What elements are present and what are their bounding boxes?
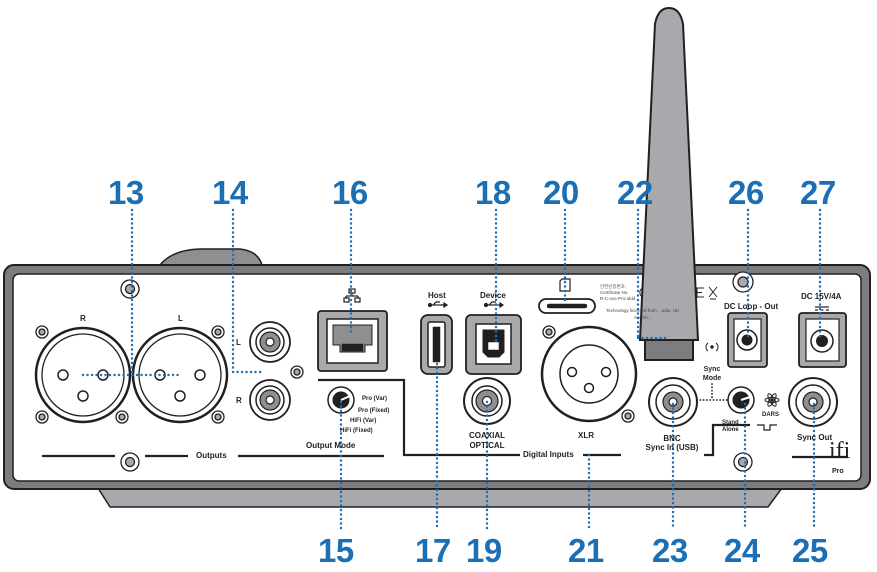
digital-inputs-label: Digital Inputs [523,450,574,459]
dars-label: DARS [762,412,780,418]
dc-loop-out-port [727,312,768,368]
usb-icon [427,301,505,309]
ifi-logo: ifi [829,438,851,464]
rca-output-right [249,379,291,421]
coaxial-label: COAXIAL [469,431,505,440]
callout-16: 16 [332,174,368,211]
tech-license-text: Technology licensed from ...udio, UK [606,308,680,313]
stand-alone-label-2: Alone [722,427,739,433]
mode-pro-fixed-label: Pro (Fixed) [358,408,390,414]
usb-host-port [420,314,453,375]
mode-hifi-fixed-label: HiFi (Fixed) [340,428,373,434]
usb-device-port [465,314,522,375]
panel-screw [35,271,754,472]
callout-17: 17 [415,532,451,569]
usb-device-label: Device [480,291,506,300]
assembled-text: Assem... [634,315,652,320]
callout-19: 19 [466,532,502,569]
mode-hifi-var-label: HiFi (Var) [350,418,377,424]
dc-loop-out-label: DC Loop - Out [724,302,779,311]
callout-23: 23 [652,532,688,569]
cert-text-1: 안전인증번호: [600,284,627,289]
callout-15: 15 [318,532,354,569]
cert-text-3: R-C-ooc-Pro-iddd [600,296,636,301]
sync-mode-switch [727,386,755,414]
usb-host-label: Host [428,291,446,300]
sync-out-label: Sync Out [797,433,833,442]
rca-left-label: L [236,338,241,347]
callout-22: 22 [617,174,653,211]
xlr-digital-input [540,325,638,423]
optical-label: OPTICAL [469,441,505,450]
dc-power-input [798,312,847,368]
xlr-right-label: R [80,314,86,323]
chassis-top-bump [158,248,263,266]
callout-25: 25 [792,532,828,569]
callout-26: 26 [728,174,764,211]
sync-mode-label-1: Sync [703,366,721,373]
sd-card-slot [538,298,596,314]
dars-icon [764,393,780,407]
cert-text-2: Certificate No. [600,290,629,295]
callout-13: 13 [108,174,144,211]
dc-input-label: DC 15V/4A [801,292,842,301]
rca-right-label: R [236,396,242,405]
group-lines [42,378,848,459]
wireless-icon [705,342,719,352]
outputs-label: Outputs [196,451,227,460]
rca-output-left [249,321,291,363]
dc-symbol-icon [815,306,829,311]
ethernet-port [317,310,388,372]
output-mode-label: Output Mode [306,441,356,450]
callout-20: 20 [543,174,579,211]
sync-out-port [788,377,838,427]
sync-mode-label-2: Mode [702,375,722,382]
callout-27: 27 [800,174,836,211]
callout-18: 18 [475,174,511,211]
sync-mode-dotted-link [696,383,728,401]
leader-lines [81,208,822,532]
dars-wave-icon [757,424,777,431]
stand-alone-label-1: Stand [722,420,739,426]
output-mode-switch [327,386,355,414]
mode-pro-var-label: Pro (Var) [362,396,388,402]
bnc-label: BNC [663,434,681,443]
xlr-input-label: XLR [578,431,594,440]
chassis-base [96,487,784,508]
callout-21: 21 [568,532,604,569]
sync-in-usb-label: Sync In (USB) [645,443,699,452]
wifi-antenna [638,6,700,361]
xlr-left-label: L [178,314,183,323]
callout-24: 24 [724,532,760,569]
callout-14: 14 [212,174,248,211]
bnc-sync-input [648,377,698,427]
ifi-pro-label: Pro [832,468,844,475]
